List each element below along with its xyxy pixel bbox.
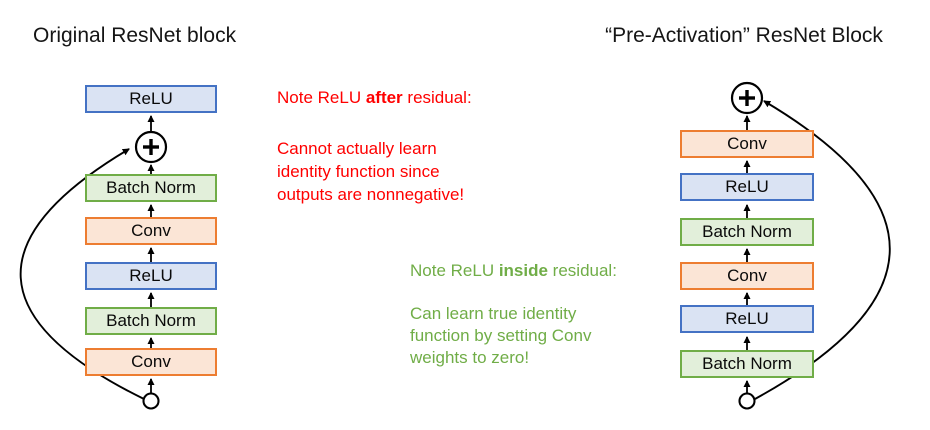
layer-box-relu: ReLU (85, 262, 217, 290)
layer-box-batchnorm: Batch Norm (85, 307, 217, 335)
note-bold-word: inside (498, 261, 548, 280)
left-add-node (134, 130, 168, 164)
note-text: residual: (547, 261, 617, 280)
note-bold-word: after (365, 88, 403, 107)
layer-box-conv: Conv (680, 262, 814, 290)
left-diagram-title: Original ResNet block (33, 24, 237, 47)
left-input-node (142, 392, 160, 410)
right-diagram-title: “Pre-Activation” ResNet Block (605, 24, 883, 47)
note-line: outputs are nonnegative! (277, 185, 465, 204)
layer-box-batchnorm: Batch Norm (85, 174, 217, 202)
note-line: weights to zero! (410, 348, 530, 367)
layer-box-relu: ReLU (85, 85, 217, 113)
layer-box-conv: Conv (85, 348, 217, 376)
plus-icon (739, 90, 755, 106)
layer-box-batchnorm: Batch Norm (680, 350, 814, 378)
note-relu-after-body: Cannot actually learn identity function … (277, 137, 464, 206)
layer-box-batchnorm: Batch Norm (680, 218, 814, 246)
right-skip-connection-curve (754, 100, 891, 400)
note-text: residual: (402, 88, 472, 107)
layer-box-relu: ReLU (680, 305, 814, 333)
note-line: function by setting Conv (410, 326, 592, 345)
note-relu-inside-heading: Note ReLU inside residual: (410, 261, 617, 281)
layer-box-conv: Conv (85, 217, 217, 245)
note-text: Note ReLU (410, 261, 499, 280)
note-relu-inside-body: Can learn true identity function by sett… (410, 303, 591, 369)
right-add-node (730, 81, 764, 115)
note-line: identity function since (277, 162, 440, 181)
layer-box-relu: ReLU (680, 173, 814, 201)
layer-box-conv: Conv (680, 130, 814, 158)
plus-icon (143, 139, 159, 155)
note-text: Note ReLU (277, 88, 366, 107)
note-line: Can learn true identity (410, 304, 577, 323)
note-relu-after-heading: Note ReLU after residual: (277, 88, 472, 108)
right-input-node (738, 392, 756, 410)
note-line: Cannot actually learn (277, 139, 437, 158)
